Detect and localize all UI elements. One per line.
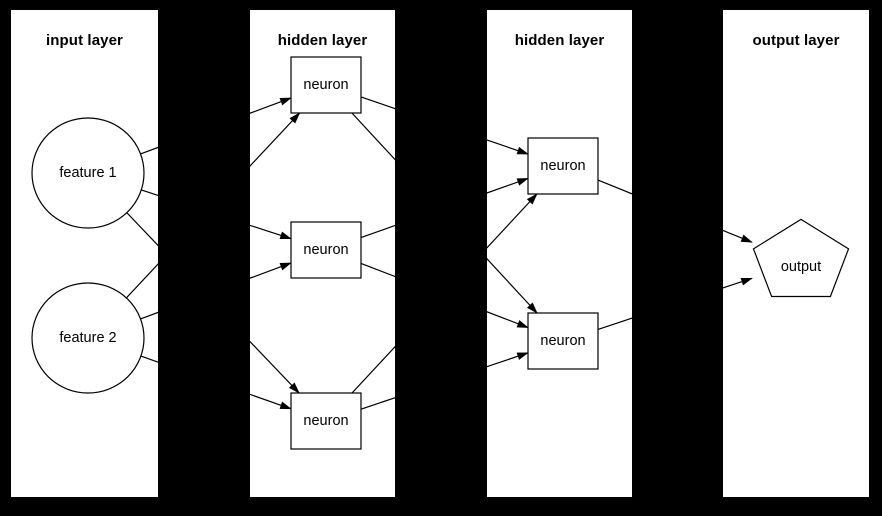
- layer-title-hidden-2: hidden layer: [514, 32, 605, 49]
- layer-title-output: output layer: [752, 32, 840, 49]
- layer-panel-input: input layer: [11, 10, 158, 497]
- layer-panel-hidden-1: hidden layer: [250, 10, 395, 497]
- layer-panel-output: output layer: [723, 10, 869, 497]
- layer-title-input: input layer: [46, 32, 123, 49]
- layer-panel-hidden-2: hidden layer: [487, 10, 632, 497]
- layer-title-hidden-1: hidden layer: [277, 32, 368, 49]
